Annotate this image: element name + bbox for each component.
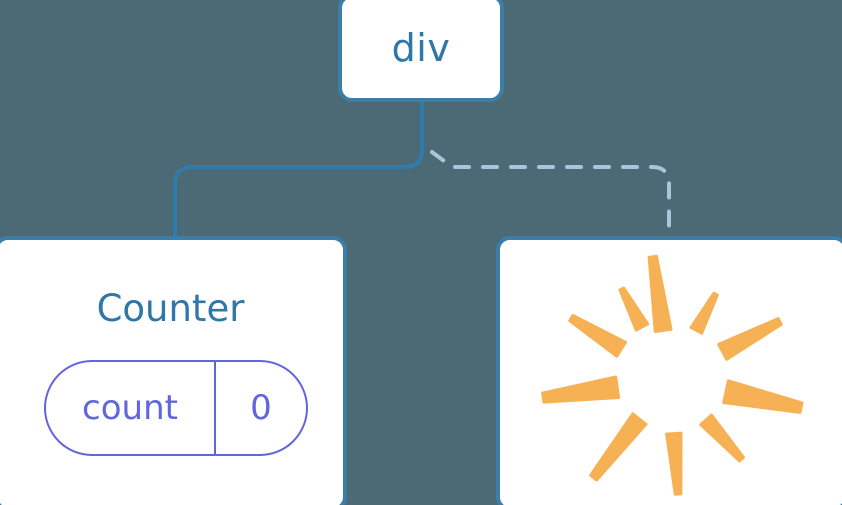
prop-pill-count[interactable]: count 0 xyxy=(44,360,308,456)
sparkle-ray xyxy=(647,254,673,334)
sparkle-ray xyxy=(618,286,650,332)
node-sparkle[interactable] xyxy=(496,236,842,505)
node-counter-title: Counter xyxy=(96,287,245,330)
node-counter[interactable]: Counter count 0 xyxy=(0,236,347,505)
sparkle-ray xyxy=(541,375,621,404)
node-div[interactable]: div xyxy=(338,0,504,102)
sparkle-ray xyxy=(699,413,745,463)
sparkle-burst-icon xyxy=(541,254,804,496)
connector-root-to-counter xyxy=(173,96,424,242)
prop-pill-value[interactable]: 0 xyxy=(216,362,306,454)
sparkle-ray xyxy=(665,431,683,496)
sparkle-ray xyxy=(589,412,648,482)
prop-pill-key: count xyxy=(46,362,216,454)
prop-pill-value-label: 0 xyxy=(250,388,272,428)
sparkle-rays-group xyxy=(541,254,804,496)
node-div-label: div xyxy=(391,26,451,70)
connector-root-to-sparkle xyxy=(430,150,671,242)
sparkle-ray xyxy=(717,317,783,361)
sparkle-ray xyxy=(689,291,719,335)
sparkle-ray xyxy=(722,379,804,414)
prop-pill-key-label: count xyxy=(82,388,178,428)
sparkle-ray xyxy=(568,314,627,358)
